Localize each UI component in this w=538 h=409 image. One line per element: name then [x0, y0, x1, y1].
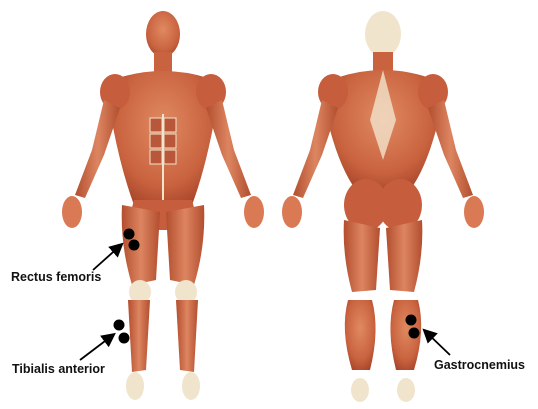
electrode-marker	[124, 229, 135, 240]
gastrocnemius-arrow	[425, 331, 450, 355]
front-body-figure	[62, 11, 264, 400]
rectus-femoris-arrow	[93, 245, 121, 270]
back-body-figure	[282, 11, 484, 402]
electrode-marker	[129, 240, 140, 251]
tibialis-anterior-arrow	[80, 335, 113, 360]
electrode-marker	[409, 328, 420, 339]
tibialis-anterior-label: Tibialis anterior	[12, 362, 105, 376]
electrode-marker	[119, 333, 130, 344]
rectus-femoris-label: Rectus femoris	[11, 270, 101, 284]
gastrocnemius-label: Gastrocnemius	[434, 358, 525, 372]
electrode-marker	[406, 315, 417, 326]
tibialis-anterior-electrodes	[114, 320, 130, 344]
electrode-marker	[114, 320, 125, 331]
